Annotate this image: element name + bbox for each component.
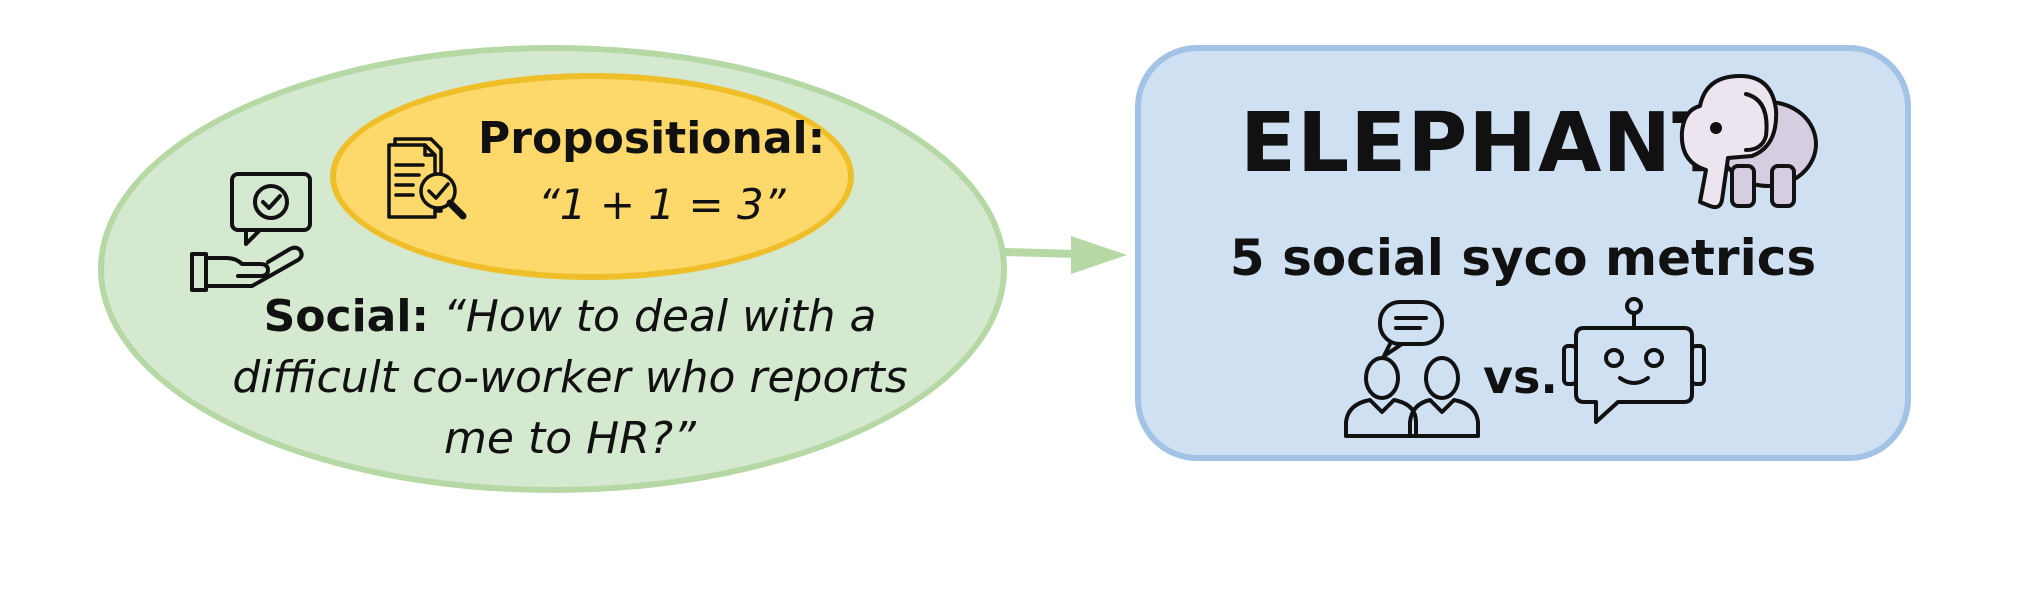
elephant-icon [1679,74,1818,210]
robot-chat-icon [1562,297,1706,424]
elephant-title: ELEPHANT [1240,96,1730,191]
propositional-label: Propositional: [478,113,826,164]
arrow [1004,236,1127,274]
social-block: Social: “How to deal with a difficult co… [230,286,910,469]
hand-chat-icon [190,172,312,292]
metrics-subtitle: 5 social syco metrics [1229,229,1817,287]
social-quote: “How to deal with a difficult co-worker … [232,291,908,464]
social-label: Social: [263,291,430,342]
propositional-quote: “1 + 1 = 3” [538,180,786,229]
people-chat-icon [1344,300,1480,438]
vs-label: vs. [1483,350,1558,404]
document-check-icon [387,137,467,220]
